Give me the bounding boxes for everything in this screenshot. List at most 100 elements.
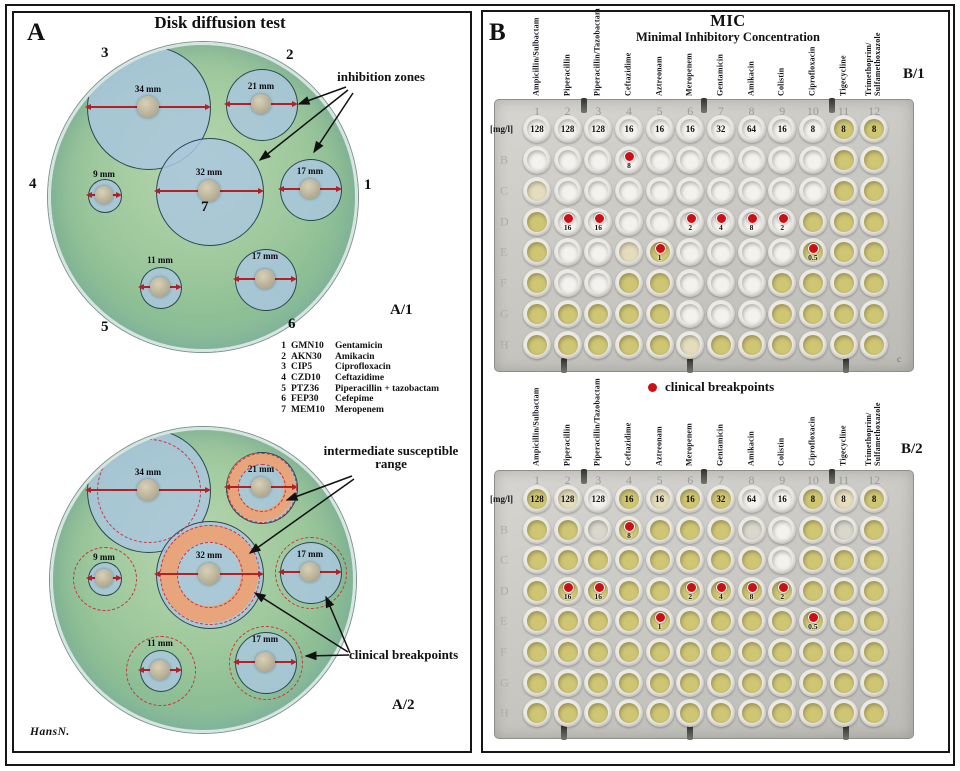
microwell	[798, 269, 827, 298]
microwell	[829, 330, 858, 359]
microwell-content	[649, 642, 670, 662]
plate-column-number: 7	[717, 473, 724, 487]
plate-column-number: 1	[534, 473, 540, 487]
microwell-content: 128	[588, 119, 609, 139]
microwell	[860, 699, 889, 728]
microwell	[676, 300, 705, 329]
microwell-content	[864, 180, 885, 201]
plate-clip	[561, 725, 567, 740]
microwell	[523, 176, 551, 205]
breakpoint-dot	[655, 612, 667, 624]
plate-clip	[687, 358, 693, 373]
antibiotic-column-header: Ampicillin/Sulbactam	[531, 17, 541, 96]
microwell	[523, 699, 551, 728]
microwell-content	[864, 642, 885, 662]
microwell	[614, 546, 643, 575]
microwell-content	[588, 242, 609, 263]
plate-row-letter: H	[500, 337, 509, 352]
plate-clip	[829, 98, 835, 113]
clinical-breakpoints-note: clinical breakpoints	[349, 647, 459, 662]
dish-position-number: 4	[29, 176, 37, 192]
breakpoint-value: 2	[688, 591, 693, 601]
zone-diameter-label: 9 mm	[93, 552, 115, 562]
microwell	[645, 176, 674, 205]
microwell-content	[588, 550, 609, 571]
breakpoint-dot	[563, 581, 575, 593]
legend-antibiotic-name: Cefepime	[335, 394, 374, 405]
microwell-content	[527, 149, 547, 170]
microwell-content	[527, 273, 547, 294]
microwell: 64	[737, 485, 766, 513]
plate-clip	[581, 469, 587, 484]
microwell	[768, 269, 797, 298]
panel-a-title: Disk diffusion test	[154, 13, 286, 32]
legend-code: MEM10	[291, 405, 325, 416]
legend-number: 7	[281, 405, 286, 416]
plate-column-number: 9	[779, 104, 786, 118]
antibiotic-column-header: Gentamicin	[715, 54, 725, 96]
microwell	[706, 638, 735, 666]
microwell-content	[557, 672, 578, 693]
microwell-content	[864, 211, 885, 232]
antibiotic-disk	[300, 562, 320, 582]
microwell: 128	[523, 115, 551, 143]
antibiotic-column-header: Ciprofloxacin	[807, 416, 817, 466]
microwell-content	[741, 703, 762, 724]
plate-column-number: 8	[748, 104, 755, 118]
microwell-content	[588, 304, 609, 325]
microwell-content	[710, 611, 731, 632]
microwell-content	[680, 519, 701, 540]
antibiotic-column-header: Piperacillin/Tazobactam	[592, 8, 602, 96]
microwell	[645, 145, 674, 174]
microwell	[584, 668, 613, 697]
legend-number: 4	[281, 373, 286, 384]
microwell-content	[802, 273, 823, 294]
microwell	[676, 145, 705, 174]
microwell	[768, 699, 797, 728]
microwell-content	[833, 334, 854, 355]
antibiotic-disk	[251, 94, 271, 114]
microwell-content	[802, 334, 823, 355]
microwell	[706, 607, 735, 636]
microwell	[553, 176, 582, 205]
microwell-content: 16	[680, 119, 701, 139]
microwell-content	[802, 519, 823, 540]
microwell-content	[527, 703, 547, 724]
microwell	[676, 546, 705, 575]
microwell-content	[557, 273, 578, 294]
microwell-content	[833, 672, 854, 693]
microwell-content	[864, 334, 885, 355]
microwell	[860, 300, 889, 329]
microwell-content	[802, 180, 823, 201]
microwell-content	[772, 519, 793, 540]
breakpoint-value: 16	[594, 591, 603, 601]
plate-clip	[843, 725, 849, 740]
microwell-content	[618, 180, 639, 201]
microwell-content	[557, 242, 578, 263]
plate-column-number: 2	[564, 104, 571, 118]
microwell	[860, 207, 889, 236]
microwell	[737, 546, 766, 575]
microwell	[860, 546, 889, 575]
microwell	[645, 269, 674, 298]
microwell	[706, 668, 735, 697]
microwell: 128	[553, 115, 582, 143]
legend-code: CIP5	[291, 362, 313, 373]
plate-clip	[581, 98, 587, 113]
microwell-content: 8	[802, 119, 823, 139]
microwell-content	[833, 149, 854, 170]
microwell	[829, 546, 858, 575]
zone-diameter-label: 21 mm	[247, 81, 275, 91]
microwell	[676, 699, 705, 728]
microwell: 32	[706, 485, 735, 513]
microwell	[584, 176, 613, 205]
inhibition-zones-note: inhibition zones	[337, 69, 425, 84]
antibiotic-disk	[95, 569, 113, 587]
microwell-content	[588, 642, 609, 662]
microwell-content	[833, 580, 854, 601]
microwell-content	[710, 304, 731, 325]
panel-a-label: A	[27, 19, 46, 46]
